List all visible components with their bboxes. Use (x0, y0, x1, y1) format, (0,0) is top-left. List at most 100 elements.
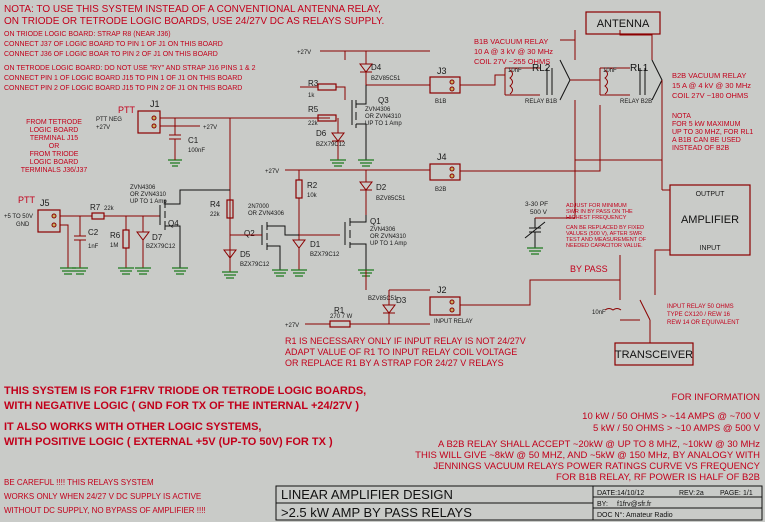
j4-27v-label: +27V (265, 169, 279, 175)
q2-value-2: OR ZVN4306 (248, 211, 285, 217)
j4-connector (429, 163, 461, 181)
doc-value: Amateur Radio (626, 512, 673, 519)
trimmer-value: 3-30 PF (525, 201, 548, 208)
d3-value: BZV85C51 (368, 296, 398, 302)
ptt-neg-27-label: +27V (96, 125, 110, 131)
adjust-3: HIGHEST FREQUENCY (566, 215, 627, 221)
q3-value-2: OR ZVN4310 (365, 114, 402, 120)
j5-ref: J5 (40, 198, 50, 208)
j2-input-relay-label: INPUT RELAY (434, 319, 473, 325)
d7-ref: D7 (152, 233, 163, 242)
q4-value-1: ZVN4306 (130, 185, 156, 191)
date-value: 14/10/12 (617, 490, 644, 497)
rl1-nota-2: FOR 5 kW MAXIMUM (672, 121, 741, 128)
triode-note-3: CONNECT J36 OF LOGIC BOAR TO PIN 2 OF J1… (4, 51, 218, 58)
from-line-3: TERMINAL J15 (30, 135, 78, 142)
q1-ref: Q1 (370, 217, 381, 226)
r1-note-1: R1 IS NECESSARY ONLY IF INPUT RELAY IS N… (285, 336, 526, 346)
rl1-nota-3: UP TO 30 MHZ, FOR RL1 (672, 129, 753, 136)
c1-ref: C1 (188, 136, 199, 145)
d4-ref: D4 (371, 63, 382, 72)
j1-pin-2 (151, 123, 157, 129)
r1-ref: R1 (334, 306, 345, 315)
j1-27v-label: +27V (203, 125, 217, 131)
rl2-coil (509, 69, 513, 95)
careful-2: WORKS ONLY WHEN 24/27 V DC SUPPLY IS ACT… (4, 492, 201, 501)
q2-value-1: 2N7000 (248, 204, 270, 210)
relay-b1b-label: RELAY B1B (525, 99, 557, 105)
from-line-7: TERMINALS J36/J37 (21, 167, 88, 174)
q1-mosfet (344, 215, 367, 270)
d2-value: BZV85C51 (376, 196, 406, 202)
info-3: A B2B RELAY SHALL ACCEPT ~20kW @ UP TO 8… (438, 439, 760, 450)
d2-diode (359, 181, 373, 191)
input-relay-note-2: TYPE CX120 / REW 16 (667, 312, 731, 318)
nota-title-1: NOTA: TO USE THIS SYSTEM INSTEAD OF A CO… (4, 4, 381, 15)
info-4: THIS WILL GIVE ~8kW @ 50 MHZ, AND ~5kW @… (415, 450, 760, 461)
rl1-nota-4: A B1B CAN BE USED (672, 137, 741, 144)
j5-input-label: +5 TO 50V (4, 214, 33, 220)
r6-value: 1M (110, 243, 118, 249)
adjust-5: VALUES (500 V), AFTER SWR (566, 231, 642, 237)
from-line-5: FROM TRIODE (30, 151, 79, 158)
page-label: PAGE: (720, 490, 741, 497)
trimmer-capacitor (524, 218, 546, 248)
tetrode-note-1: ON TETRODE LOGIC BOARD: DO NOT USE "RY" … (4, 65, 256, 72)
j3-b1b-label: B1B (435, 99, 446, 105)
title-block: LINEAR AMPLIFIER DESIGN >2.5 kW AMP BY P… (275, 485, 763, 521)
adjust-6: TEST AND MEASUREMENT OF (566, 237, 647, 243)
d5-ref: D5 (240, 250, 251, 259)
rl1-label: RL1 (630, 63, 649, 74)
r5-value: 22k (308, 121, 319, 127)
j4-ref: J4 (437, 152, 447, 162)
q3-mosfet (351, 85, 367, 160)
q3-ref: Q3 (378, 96, 389, 105)
r7-ref: R7 (90, 203, 101, 212)
rev-label: REV: (679, 490, 695, 497)
q4-value-3: UP TO 1 Amp (130, 199, 167, 205)
r3-resistor (317, 83, 337, 91)
adjust-1: ADJUST FOR MINIMUM (566, 203, 627, 209)
j3-connector (429, 76, 461, 94)
d2-ref: D2 (376, 183, 387, 192)
rl1-coil (604, 69, 608, 95)
d3-ref: D3 (396, 296, 407, 305)
b1b-line-3: COIL 27V ~255 OHMS (474, 57, 550, 66)
ground-symbol (168, 159, 182, 167)
info-1: 10 kW / 50 OHMS > ~14 AMPS @ ~700 V (582, 411, 760, 422)
by-label: BY: (597, 501, 608, 508)
r1-resistor (329, 320, 351, 328)
b2b-line-3: COIL 27V ~180 OHMS (672, 91, 748, 100)
j1-pin-1 (151, 115, 157, 121)
r5-ref: R5 (308, 105, 319, 114)
careful-1: BE CAREFUL !!!! THIS RELAYS SYSTEM (4, 478, 154, 487)
triode-note-1: ON TRIODE LOGIC BOARD: STRAP R8 (NEAR J3… (4, 31, 171, 38)
input-relay-10nf: 10nF (592, 310, 606, 316)
d3-diode (382, 304, 396, 314)
q2-ref: Q2 (244, 229, 255, 238)
from-line-4: OR (49, 143, 60, 150)
q1-value-2: OR ZVN4310 (370, 234, 407, 240)
rl2-10nf: 10nF (508, 68, 522, 74)
j1-ref: J1 (150, 99, 160, 109)
d1-ref: D1 (310, 240, 321, 249)
d5-value: BZX79C12 (240, 262, 270, 268)
q4-mosfet (159, 189, 230, 268)
r4-value: 22k (210, 212, 221, 218)
r1-note-3: OR REPLACE R1 BY A STRAP FOR 24/27 V REL… (285, 358, 504, 368)
info-6: FOR B1B RELAY, RF POWER IS HALF OF B2B (556, 472, 760, 483)
r5-resistor (317, 114, 337, 122)
by-value: f1frv@sfr.fr (617, 501, 652, 508)
b1b-line-1: B1B VACUUM RELAY (474, 37, 548, 46)
ptt-label-top: PTT (118, 105, 136, 115)
q3-value-1: ZVN4306 (365, 107, 391, 113)
rl1-nota-5: INSTEAD OF B2B (672, 145, 730, 152)
triode-note-2: CONNECT J37 OF LOGIC BOARD TO PIN 1 OF J… (4, 41, 223, 48)
careful-3: WITHOUT DC SUPPLY, NO BYPASS OF AMPLIFIE… (4, 506, 206, 515)
r3-ref: R3 (308, 79, 319, 88)
b2b-line-1: B2B VACUUM RELAY (672, 71, 746, 80)
b1b-line-2: 10 A @ 3 kV @ 30 MHz (474, 47, 553, 56)
j5-gnd-label: GND (16, 222, 30, 228)
